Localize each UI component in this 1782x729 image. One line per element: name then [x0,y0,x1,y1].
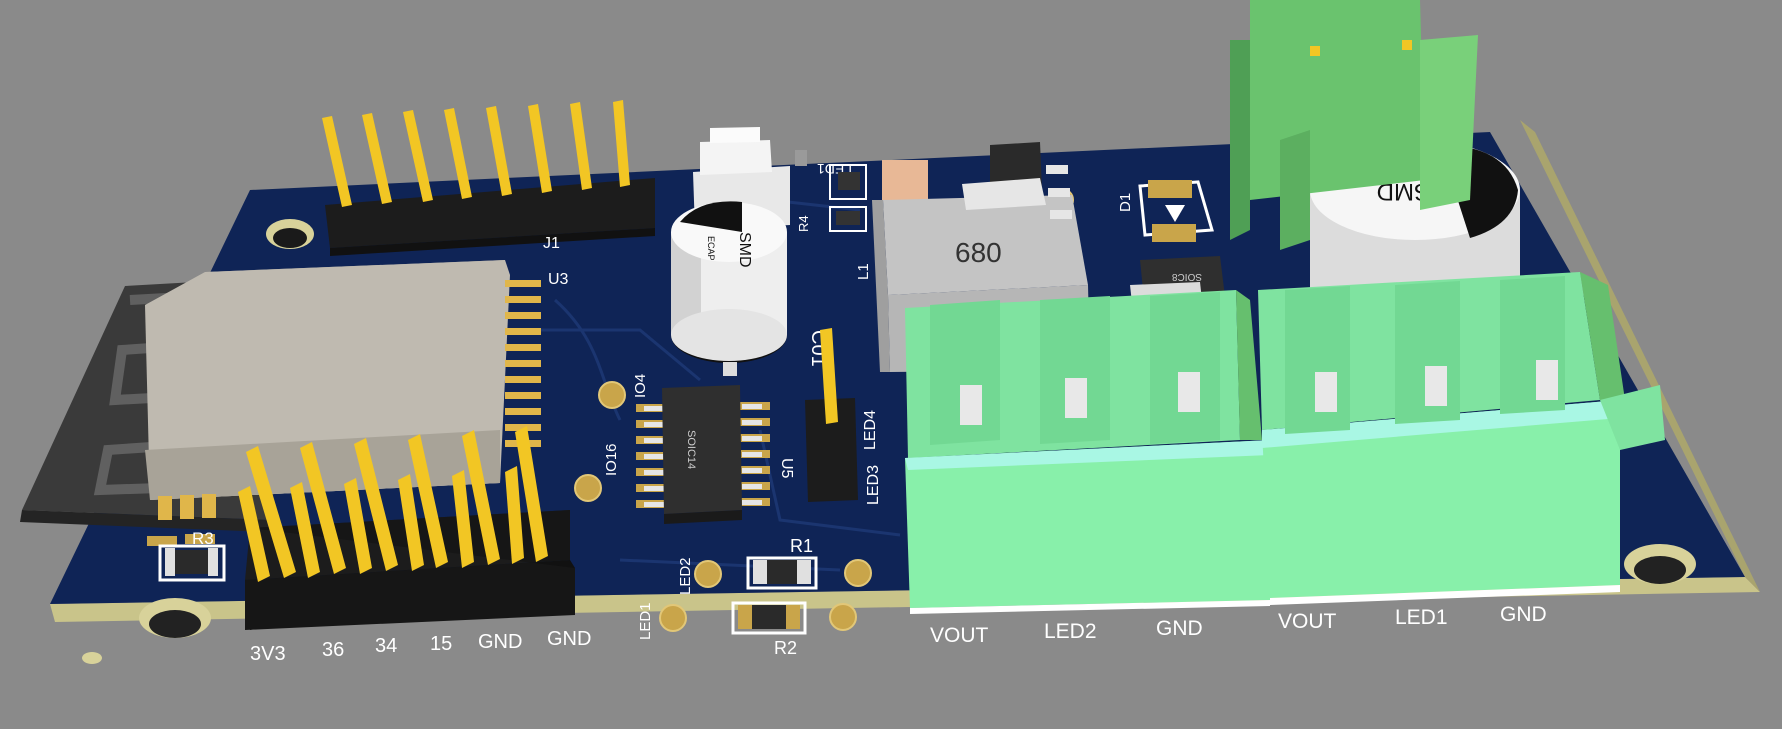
r4-resistor [829,164,867,232]
r2-label: R2 [774,638,797,658]
bottom-pin-header [238,426,575,630]
soic8-label: SOIC8 [1172,271,1202,282]
pin-label-gnd-2: GND [547,628,591,650]
pcb-edge-side [1520,120,1760,592]
pin-label-gnd-1: GND [478,631,522,653]
terminal-b-vout: VOUT [1278,610,1337,633]
led2-label: LED2 [677,557,694,595]
r4-label: R4 [796,215,811,232]
terminal-a-gnd: GND [1156,617,1203,640]
u5-label: U5 [778,458,795,479]
terminal-a-vout: VOUT [930,624,989,647]
led3-label: LED3 [865,465,882,505]
l1-label: L1 [855,263,872,280]
led1-label: LED1 [637,602,654,640]
terminal-b-labels: VOUT LED1 GND [1278,603,1547,633]
header-pin-labels: 3V3 36 34 15 GND GND [250,628,591,665]
j1-pin-header [322,100,655,256]
terminal-a-labels: VOUT LED2 GND [930,617,1203,647]
terminal-a-led2: LED2 [1044,620,1097,643]
pin-label-36: 36 [322,639,344,661]
io4-label: IO4 [632,374,649,398]
led-jumper [805,328,858,502]
terminal-block-a [905,290,1270,614]
capacitor-left [671,201,787,376]
io16-label: IO16 [603,443,620,476]
inductor-value: 680 [955,237,1002,268]
r1-resistor [746,556,818,590]
pin-label-34: 34 [375,635,397,657]
d1-label: D1 [1117,193,1134,212]
r3-label: R3 [192,529,214,548]
r2-resistor [731,601,807,635]
terminal-block-b [1258,272,1665,605]
pin-label-15: 15 [430,633,452,655]
d1-diode [1138,180,1214,242]
cap-left-smd: SMD [736,232,753,268]
terminal-b-led1: LED1 [1395,606,1448,629]
cap-left-ecap: ECAP [706,236,716,261]
pin-label-3v3: 3V3 [250,643,286,665]
led4-label: LED4 [862,410,879,450]
voltage-regulator [962,142,1072,219]
u3-label: U3 [548,271,569,288]
terminal-b-gnd: GND [1500,603,1547,626]
soic14-ic [636,385,770,524]
r1-label: R1 [790,536,813,556]
terminal-block-top [1230,0,1478,250]
r3-resistor [147,534,226,582]
mounting-holes [82,219,1696,664]
soic14-label: SOIC14 [685,430,697,469]
j1-label: J1 [543,235,560,252]
